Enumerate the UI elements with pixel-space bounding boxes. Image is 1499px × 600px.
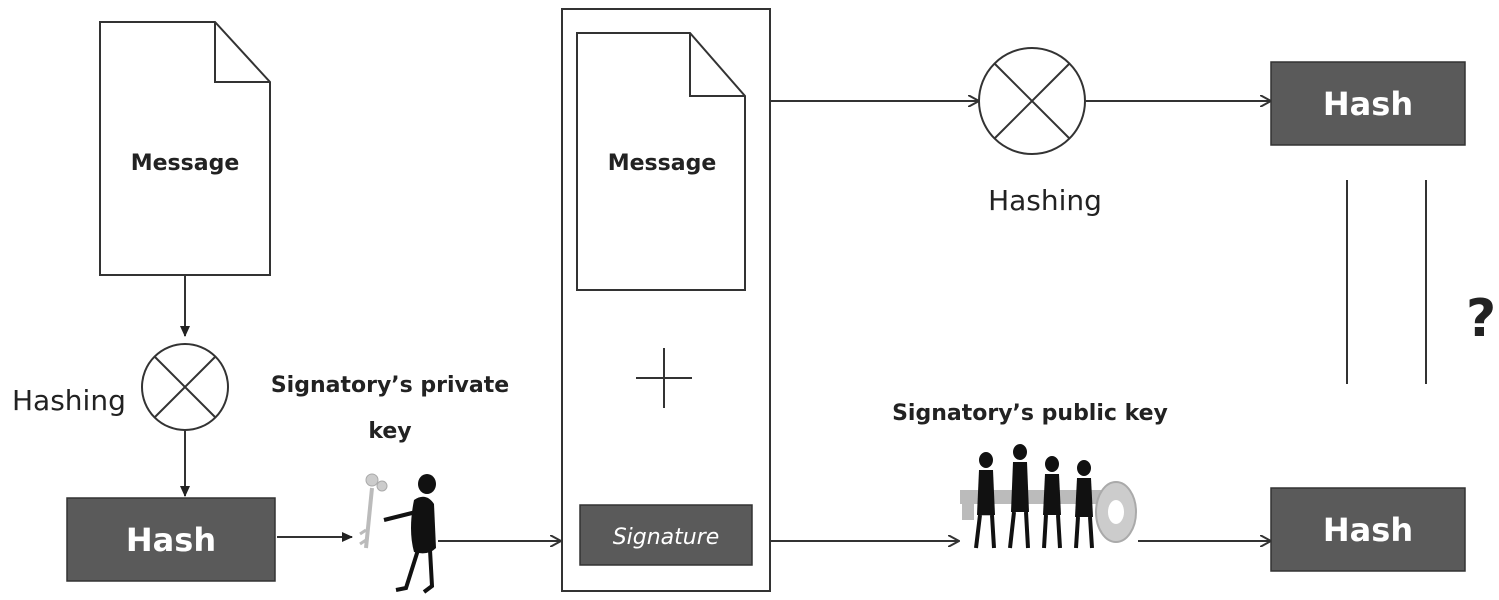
hash-box-bottom-right: Hash xyxy=(1270,487,1466,572)
public-key-label: Signatory’s public key xyxy=(892,401,1168,426)
message-document-center: Message xyxy=(576,32,746,291)
message-document-left: Message xyxy=(99,21,271,276)
private-key-label-line2: key xyxy=(368,419,411,444)
message-label-center: Message xyxy=(608,151,717,176)
circled-x-icon xyxy=(141,343,229,431)
hash-box-top-right: Hash xyxy=(1270,61,1466,146)
hash-label-left: Hash xyxy=(126,521,216,559)
message-label-left: Message xyxy=(131,151,240,176)
hash-label-top-right: Hash xyxy=(1323,85,1413,123)
signature-label: Signature xyxy=(613,525,720,550)
hash-box-left: Hash xyxy=(66,497,276,582)
hash-label-bottom-right: Hash xyxy=(1323,511,1413,549)
person-with-key-icon xyxy=(359,473,436,594)
people-with-key-icon xyxy=(960,444,1137,549)
signature-box: Signature xyxy=(579,504,753,566)
hashing-label-right: Hashing xyxy=(988,184,1102,217)
hashing-label-left: Hashing xyxy=(12,384,126,417)
circled-x-icon xyxy=(978,47,1086,155)
question-mark: ? xyxy=(1466,289,1496,349)
plus-icon xyxy=(636,348,692,408)
private-key-label-line1: Signatory’s private xyxy=(271,373,509,398)
